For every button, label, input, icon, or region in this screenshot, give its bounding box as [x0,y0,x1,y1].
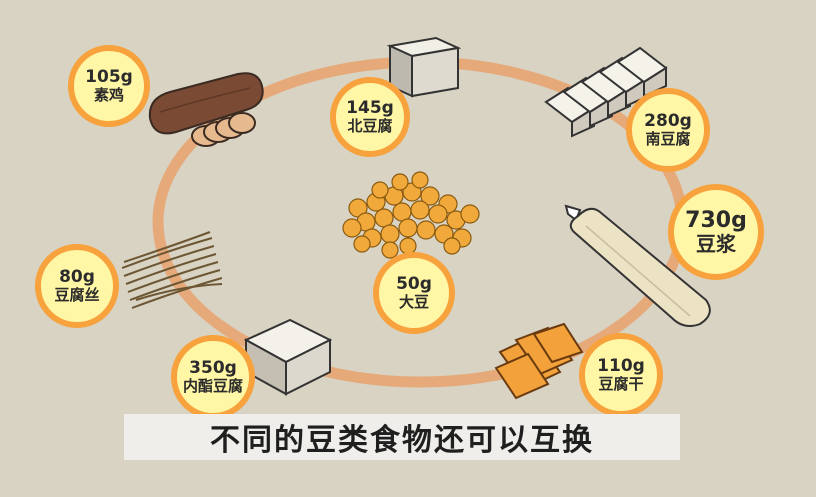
amount-label: 730g [685,207,747,233]
south-tofu-illustration [544,46,668,138]
food-name-label: 北豆腐 [347,117,393,136]
soy-milk-illustration [564,204,711,327]
soybeans-illustration [342,171,480,259]
food-name-label: 内酯豆腐 [182,377,243,396]
food-name-label: 豆浆 [696,232,736,257]
amount-label: 105g [85,66,133,87]
food-name-label: 豆腐干 [598,375,644,394]
badge-tofu-shreds: 80g 豆腐丝 [35,244,119,328]
amount-label: 110g [597,355,645,376]
badge-south-tofu: 280g 南豆腐 [626,88,710,172]
north-tofu-illustration [386,36,462,98]
amount-label: 350g [189,357,237,378]
vegetarian-chicken-illustration [148,72,264,147]
badge-lactone-tofu: 350g 内酯豆腐 [171,335,255,419]
amount-label: 80g [59,266,95,287]
food-name-label: 大豆 [398,293,429,312]
dried-tofu-illustration [494,322,584,400]
caption-subtitle: 不同的豆类食物还可以互换 [124,414,680,460]
lactone-tofu-illustration [243,318,333,396]
amount-label: 145g [346,97,394,118]
badge-soybean: 50g 大豆 [373,252,455,334]
tofu-shreds-illustration [121,231,223,309]
amount-label: 280g [644,110,692,131]
badge-dried-tofu: 110g 豆腐干 [579,333,663,417]
food-name-label: 素鸡 [93,86,124,105]
badge-north-tofu: 145g 北豆腐 [330,77,410,157]
amount-label: 50g [396,273,432,294]
food-name-label: 豆腐丝 [54,286,100,305]
badge-vegetarian-chicken: 105g 素鸡 [68,45,150,127]
food-name-label: 南豆腐 [645,130,691,149]
badge-soy-milk: 730g 豆浆 [668,184,764,280]
